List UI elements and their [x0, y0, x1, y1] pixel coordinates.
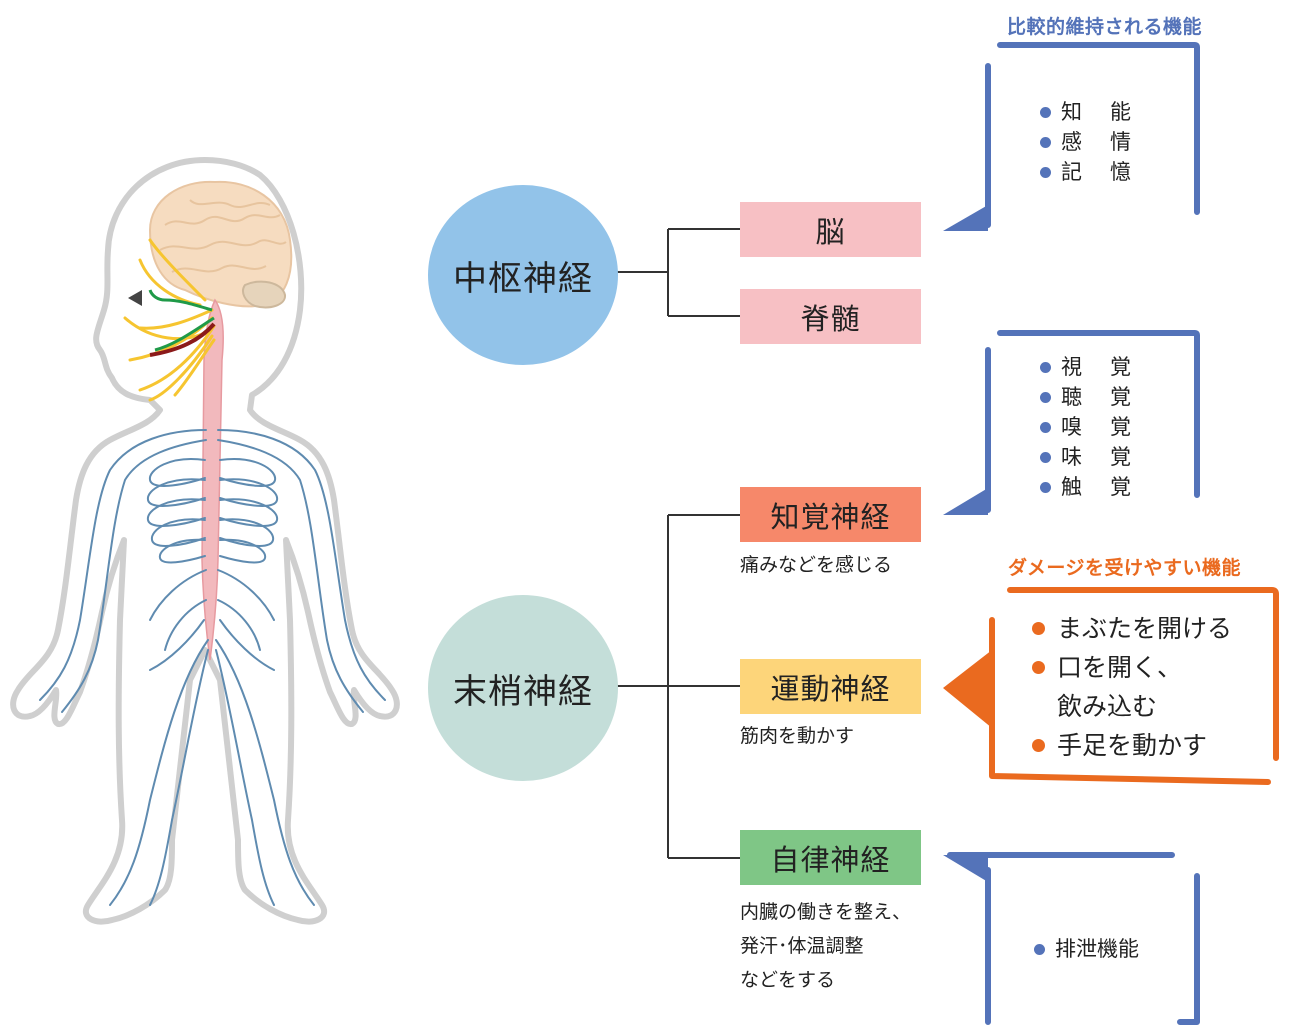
list-item: 手足を動かす	[1032, 726, 1232, 765]
sensory-nerve-desc: 痛みなどを感じる	[740, 554, 893, 576]
bullet-icon	[1040, 482, 1051, 493]
list-item: 嗅覚	[1040, 412, 1131, 442]
list-item-label: 触覚	[1061, 475, 1131, 499]
brain	[148, 180, 293, 308]
bullet-icon	[1032, 661, 1045, 674]
bullet-icon	[1040, 362, 1051, 373]
vulnerable-functions-title: ダメージを受けやすい機能	[1008, 557, 1242, 579]
motor-nerve-label: 運動神経	[770, 671, 891, 706]
brain-label: 脳	[815, 214, 846, 249]
list-item-label: 視覚	[1061, 355, 1131, 379]
spinal-cord-label: 脊髄	[800, 301, 861, 336]
senses-list: 視覚 聴覚 嗅覚 味覚 触覚	[1040, 352, 1131, 502]
bullet-icon	[1040, 392, 1051, 403]
bullet-icon	[1040, 167, 1051, 178]
list-item: 視覚	[1040, 352, 1131, 382]
list-item: 知能	[1040, 97, 1131, 127]
bullet-icon	[1032, 739, 1045, 752]
list-item: 触覚	[1040, 472, 1131, 502]
list-item: 記憶	[1040, 157, 1131, 187]
list-item-label: 記憶	[1061, 160, 1131, 184]
maintained-functions-list: 知能 感情 記憶	[1040, 97, 1131, 187]
bullet-icon	[1040, 107, 1051, 118]
callout-pointer-motor	[943, 650, 992, 728]
list-item-label: 口を開く、 飲み込む	[1057, 653, 1183, 721]
bullet-icon	[1040, 137, 1051, 148]
motor-nerve-box: 運動神経	[740, 659, 921, 714]
callout-frame-maintained	[985, 42, 1200, 228]
nervous-system-illustration	[10, 157, 400, 925]
autonomic-functions-list: 排泄機能	[1034, 934, 1139, 964]
eye	[128, 290, 142, 306]
list-item: 聴覚	[1040, 382, 1131, 412]
sensory-nerve-box: 知覚神経	[740, 487, 921, 542]
list-item: 感情	[1040, 127, 1131, 157]
list-item-label: 手足を動かす	[1057, 731, 1208, 760]
brain-box: 脳	[740, 202, 921, 257]
autonomic-nerve-label: 自律神経	[770, 842, 891, 877]
list-item-label: 知能	[1061, 100, 1131, 124]
motor-nerve-desc: 筋肉を動かす	[740, 725, 855, 747]
spinal-cord	[201, 298, 224, 661]
bullet-icon	[1040, 422, 1051, 433]
callout-pointer-brain	[943, 205, 988, 231]
list-item-label: 味覚	[1061, 445, 1131, 469]
bullet-icon	[1032, 622, 1045, 635]
sensory-nerve-label: 知覚神経	[770, 499, 891, 534]
list-item-label: まぶたを開ける	[1057, 614, 1233, 643]
list-item: まぶたを開ける	[1032, 609, 1232, 648]
bullet-icon	[1040, 452, 1051, 463]
list-item: 味覚	[1040, 442, 1131, 472]
bullet-icon	[1034, 944, 1045, 955]
callout-pointer-senses	[943, 488, 988, 515]
callout-frame-senses	[985, 330, 1200, 513]
cerebellum	[242, 280, 286, 309]
autonomic-nerve-box: 自律神経	[740, 830, 921, 885]
list-item-label: 聴覚	[1061, 385, 1131, 409]
callout-pointer-autonomic	[943, 855, 988, 882]
vulnerable-functions-list: まぶたを開ける 口を開く、 飲み込む 手足を動かす	[1032, 609, 1232, 765]
central-nervous-circle: 中枢神経	[428, 185, 618, 365]
peripheral-nervous-circle: 末梢神経	[428, 595, 618, 781]
list-item-label: 感情	[1061, 130, 1131, 154]
autonomic-nerve-desc: 内臓の働きを整え、 発汗･体温調整 などをする	[740, 901, 912, 991]
list-item-label: 嗅覚	[1061, 415, 1131, 439]
list-item: 口を開く、 飲み込む	[1032, 648, 1232, 726]
list-item: 排泄機能	[1034, 934, 1139, 964]
central-nervous-label: 中枢神経	[453, 258, 593, 299]
list-item-label: 排泄機能	[1055, 937, 1139, 961]
maintained-functions-title: 比較的維持される機能	[1007, 16, 1203, 38]
spinal-cord-box: 脊髄	[740, 289, 921, 344]
peripheral-nervous-label: 末梢神経	[453, 671, 593, 712]
